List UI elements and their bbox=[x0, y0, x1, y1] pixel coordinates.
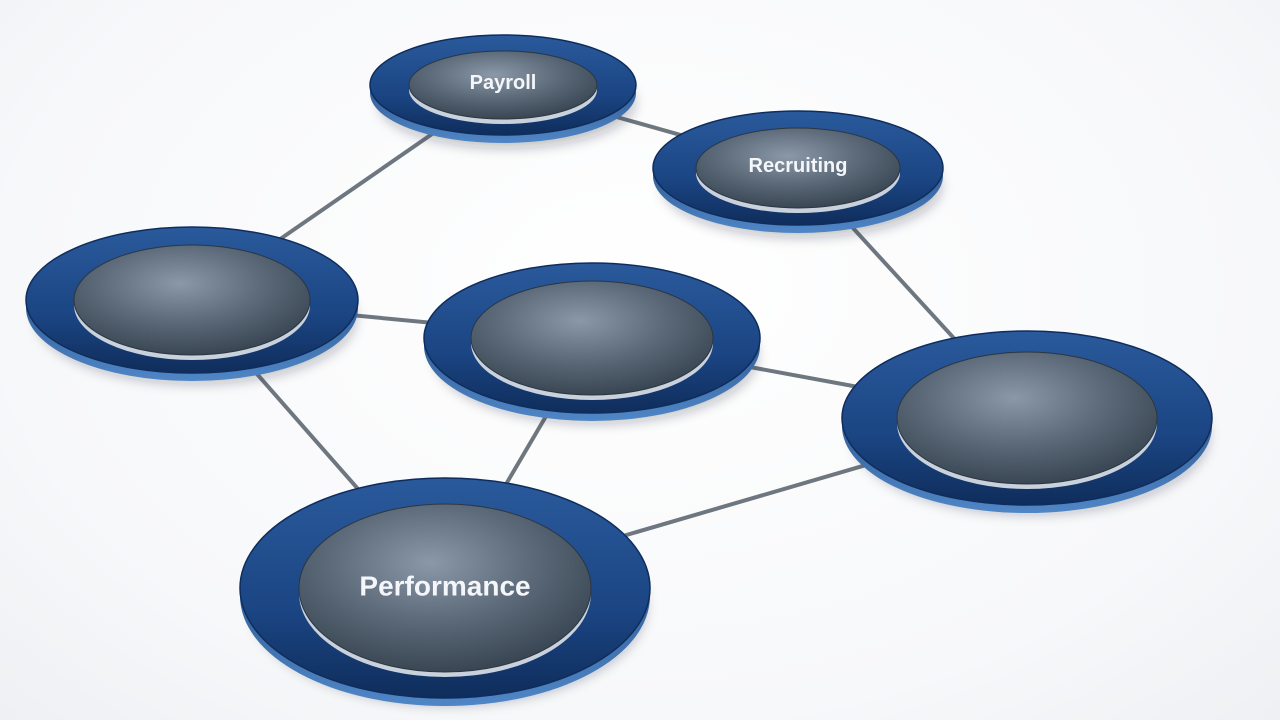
node-disc bbox=[73, 244, 311, 356]
node-center bbox=[423, 262, 761, 424]
node-disc bbox=[896, 351, 1158, 485]
node-disc bbox=[298, 503, 592, 673]
node-label-payroll: Payroll bbox=[470, 72, 537, 94]
node-label-recruiting: Recruiting bbox=[749, 155, 848, 177]
node-disc bbox=[695, 127, 901, 209]
node-performance: Performance bbox=[239, 477, 651, 706]
node-disc bbox=[408, 50, 598, 120]
node-left bbox=[25, 226, 359, 384]
node-label-performance: Performance bbox=[359, 571, 530, 602]
node-recruiting: Recruiting bbox=[652, 110, 944, 238]
node-payroll: Payroll bbox=[369, 34, 637, 148]
node-right bbox=[841, 330, 1213, 515]
node-disc bbox=[470, 280, 714, 396]
